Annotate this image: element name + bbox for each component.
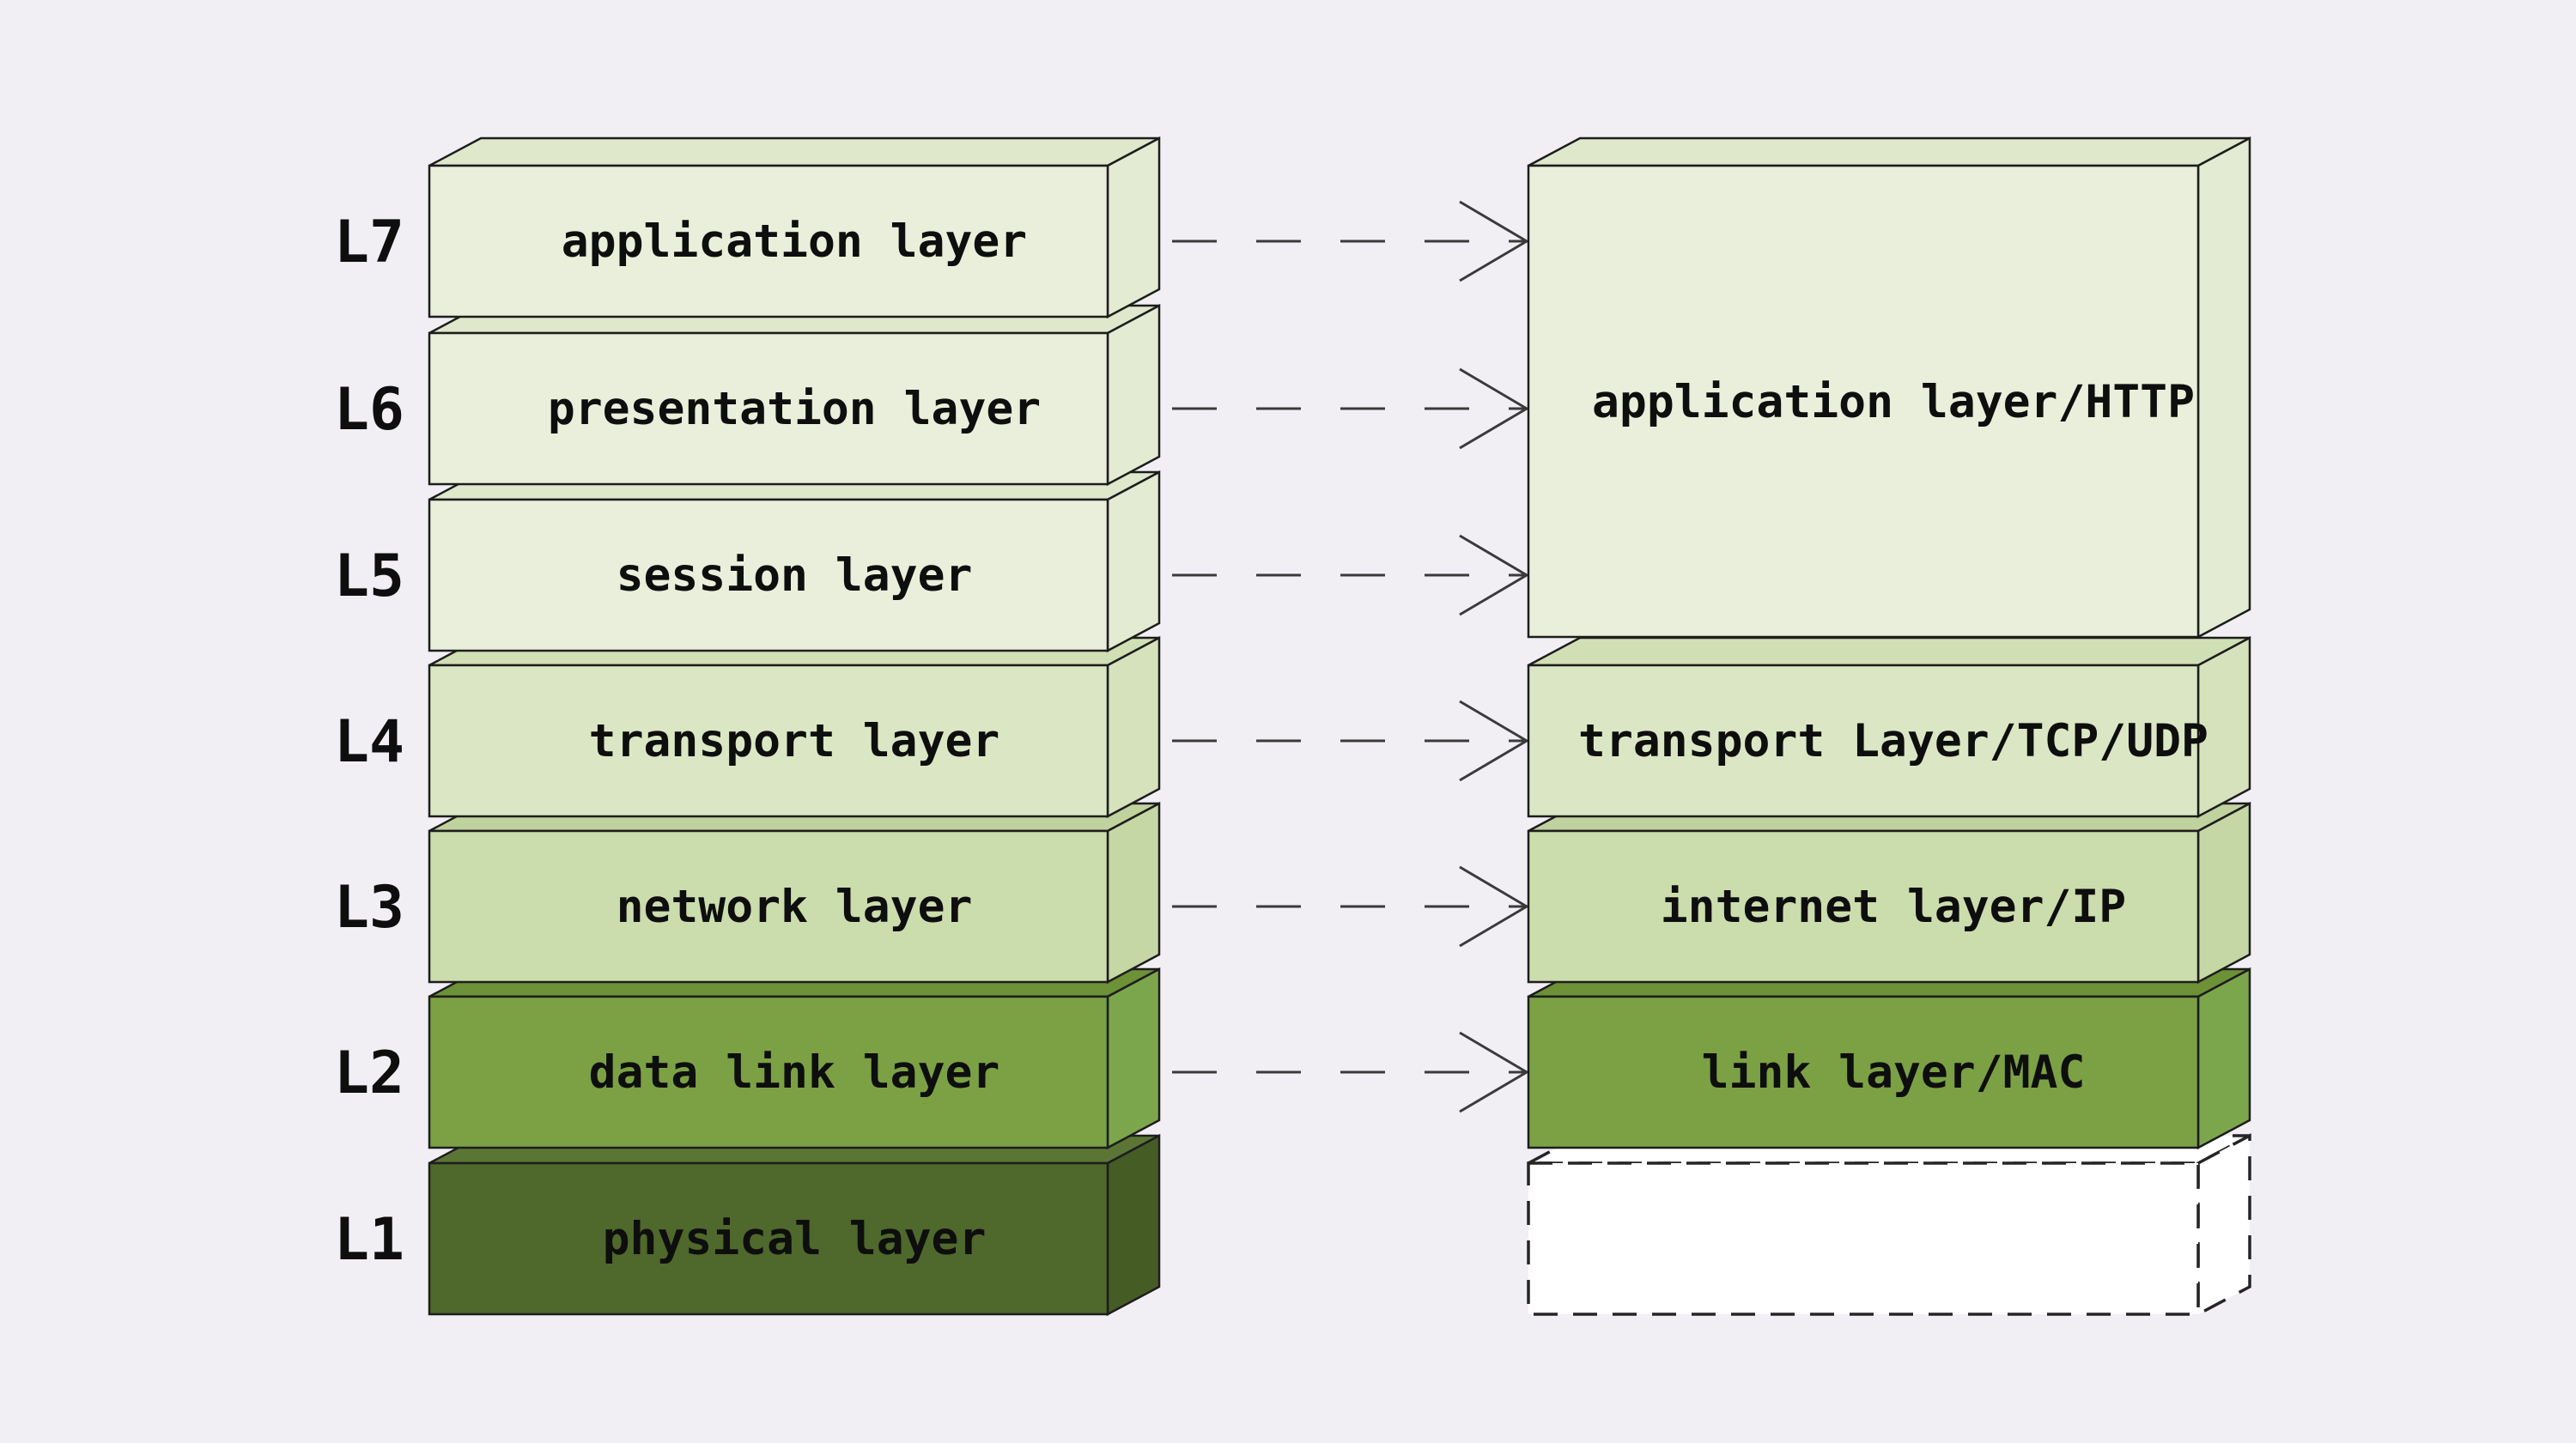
box-side-face	[1106, 303, 1161, 487]
osi-box-l5-session: session layer	[428, 470, 1161, 653]
tcpip-layer-label: link layer/MAC	[1702, 1046, 2086, 1099]
box-front-face	[428, 1161, 1109, 1316]
arrow-l2-to-link	[1172, 1031, 1529, 1113]
osi-level-tag-l4: L4	[334, 708, 404, 776]
osi-layer-label: data link layer	[589, 1046, 1000, 1099]
box-front-face	[428, 664, 1109, 818]
arrow-head-icon	[1459, 367, 1529, 450]
arrow-l3-to-internet	[1172, 865, 1529, 948]
tcpip-box-internet-layer: internet layer/IP	[1527, 801, 2251, 985]
osi-layer-label: network layer	[617, 881, 973, 933]
box-front-face	[428, 829, 1109, 984]
box-front-face	[428, 995, 1109, 1149]
box-front-face	[1527, 164, 2200, 639]
box-side-face	[1106, 136, 1161, 319]
tcpip-layer-label: application layer/HTTP	[1592, 376, 2195, 428]
osi-level-tag-l5: L5	[334, 543, 404, 610]
osi-level-tags: L7 L6 L5 L4 L3 L2 L1	[334, 209, 404, 1274]
box-top-face	[1528, 136, 2251, 167]
arrow-head-icon	[1459, 1031, 1529, 1113]
arrow-head-icon	[1459, 534, 1529, 616]
box-side-face	[2196, 136, 2251, 640]
box-front-face	[1527, 664, 2200, 818]
arrow-head-icon	[1459, 700, 1529, 782]
box-top-face	[1528, 636, 2251, 667]
box-top-face	[428, 136, 1160, 167]
arrow-l6-to-application	[1172, 367, 1529, 450]
osi-level-tag-l6: L6	[334, 376, 404, 444]
box-front-face	[428, 331, 1109, 486]
box-side-face	[2196, 967, 2251, 1150]
box-side-face	[1106, 1133, 1161, 1317]
tcpip-layer-label: internet layer/IP	[1661, 881, 2126, 933]
arrow-head-icon	[1459, 865, 1529, 948]
box-side-face	[2196, 801, 2251, 985]
osi-box-l1-physical: physical layer	[428, 1133, 1161, 1317]
box-side-face	[1106, 470, 1161, 653]
tcpip-layer-label: transport Layer/TCP/UDP	[1578, 715, 2208, 767]
osi-layer-label: session layer	[617, 549, 973, 602]
box-front-face	[428, 498, 1109, 652]
box-front-face	[428, 164, 1109, 318]
osi-layer-label: physical layer	[603, 1213, 987, 1265]
osi-box-l6-presentation: presentation layer	[428, 303, 1161, 487]
box-front-face	[1527, 1161, 2200, 1316]
osi-level-tag-l3: L3	[334, 874, 404, 942]
osi-box-l2-data-link: data link layer	[428, 967, 1161, 1150]
box-front-face	[1527, 829, 2200, 984]
osi-box-l4-transport: transport layer	[428, 635, 1161, 819]
arrow-l5-to-application	[1172, 534, 1529, 616]
box-side-face	[1106, 801, 1161, 985]
osi-box-l3-network: network layer	[428, 801, 1161, 985]
osi-box-l7-application: application layer	[428, 136, 1161, 319]
tcpip-box-empty-dashed	[1527, 1133, 2251, 1317]
osi-level-tag-l1: L1	[334, 1206, 404, 1274]
box-side-face	[1106, 635, 1161, 819]
arrow-l4-to-transport	[1172, 700, 1529, 782]
osi-level-tag-l2: L2	[334, 1040, 404, 1107]
box-side-face	[2196, 1133, 2251, 1317]
tcpip-box-transport-layer: transport Layer/TCP/UDP	[1527, 635, 2251, 819]
osi-layer-label: application layer	[562, 215, 1027, 268]
tcpip-box-application-layer: application layer/HTTP	[1527, 136, 2251, 640]
box-side-face	[1106, 967, 1161, 1150]
osi-layer-label: presentation layer	[548, 383, 1041, 435]
box-front-face	[1527, 995, 2200, 1149]
osi-layer-label: transport layer	[589, 715, 1000, 767]
osi-level-tag-l7: L7	[334, 209, 404, 276]
tcpip-box-link-layer: link layer/MAC	[1527, 967, 2251, 1150]
arrow-head-icon	[1459, 200, 1529, 282]
arrow-l7-to-application	[1172, 200, 1529, 282]
